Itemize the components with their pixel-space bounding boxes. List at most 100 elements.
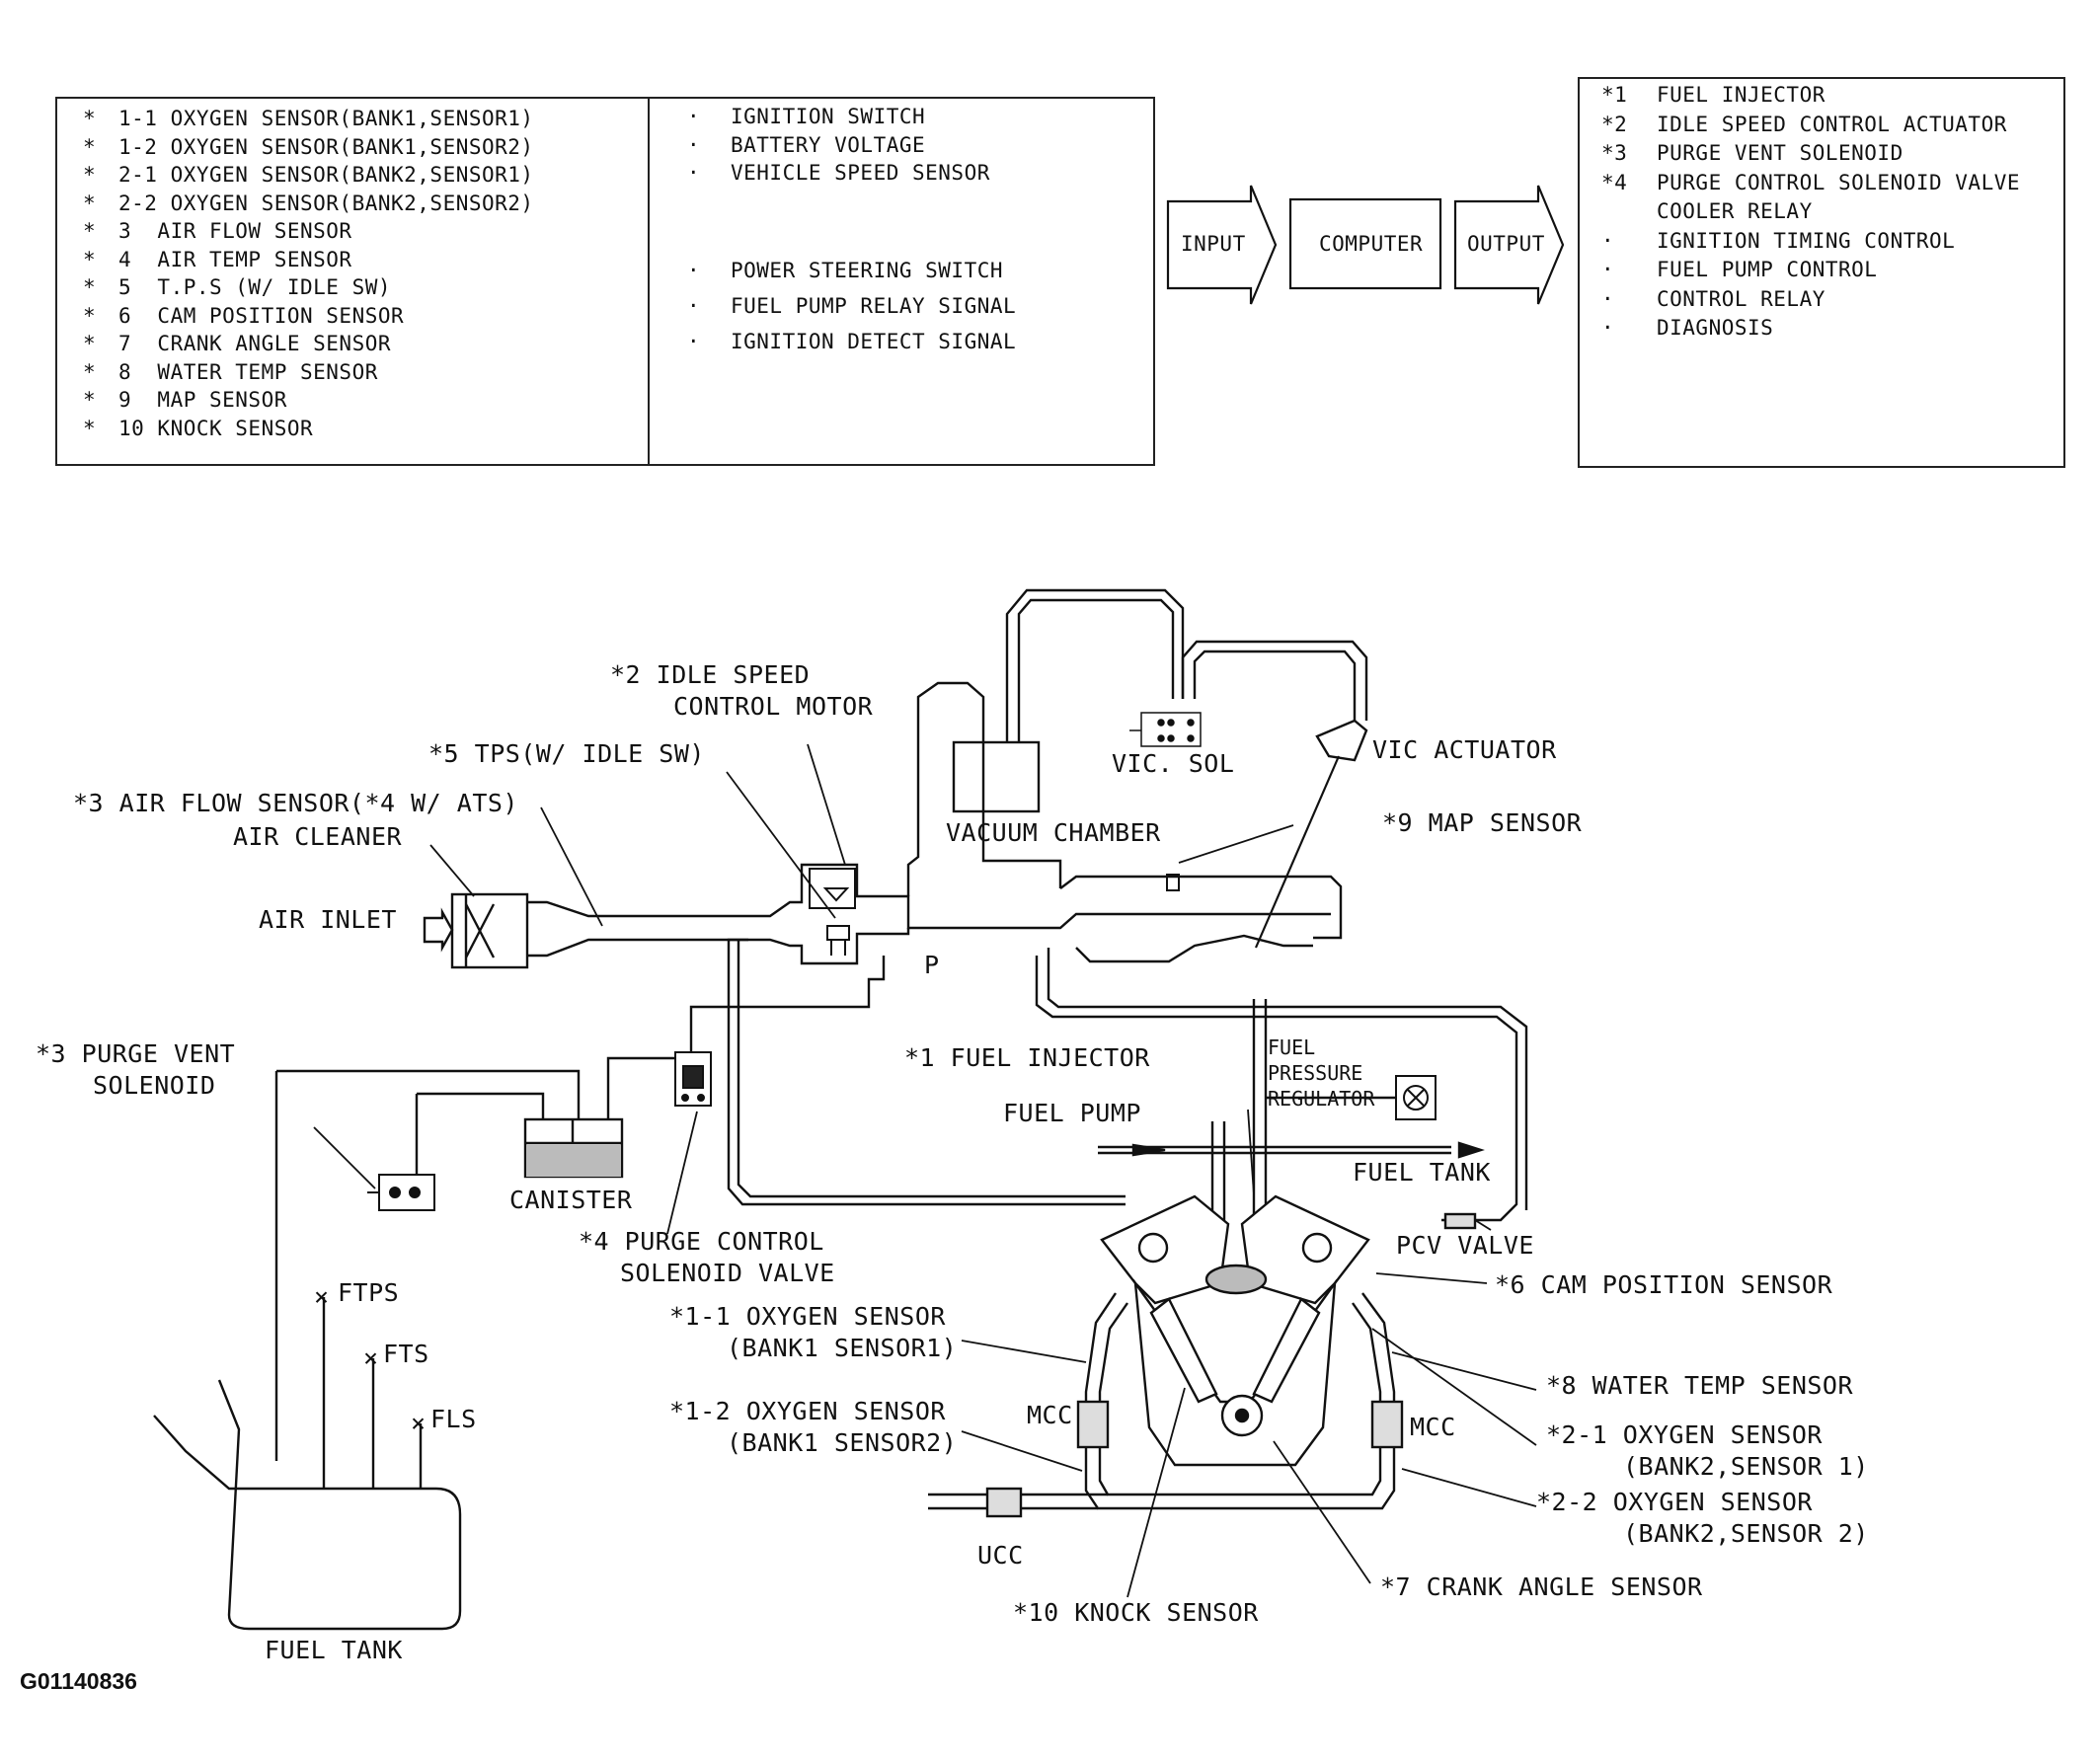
output-list-item: ·IGNITION TIMING CONTROL <box>1601 227 2020 257</box>
input-table-divider <box>648 99 650 464</box>
label-purge-vent-2: SOLENOID <box>93 1071 215 1100</box>
bullet-mark: · <box>687 330 701 353</box>
label-fuel-pressure-2: PRESSURE <box>1268 1061 1362 1085</box>
signal-list-a: ·IGNITION SWITCH·BATTERY VOLTAGE·VEHICLE… <box>687 103 990 188</box>
fuel-lines <box>1098 999 1485 1224</box>
label-o2-12-1: *1-2 OXYGEN SENSOR <box>669 1397 946 1425</box>
item-text: FUEL PUMP RELAY SIGNAL <box>731 294 1017 318</box>
item-text: 2-1 OXYGEN SENSOR(BANK2,SENSOR1) <box>118 163 534 187</box>
item-text: 1-1 OXYGEN SENSOR(BANK1,SENSOR1) <box>118 107 534 130</box>
label-pcv-valve: PCV VALVE <box>1396 1231 1534 1260</box>
bullet-mark: *3 <box>1601 141 1628 165</box>
output-list-item: *1 FUEL INJECTOR <box>1601 81 2020 111</box>
label-ucc: UCC <box>977 1541 1024 1570</box>
item-text: CONTROL RELAY <box>1657 286 1825 311</box>
label-o2-21-2: (BANK2,SENSOR 1) <box>1623 1452 1869 1481</box>
bullet-mark: * <box>83 275 97 299</box>
item-text: FUEL INJECTOR <box>1657 83 1825 107</box>
output-list-item: COOLER RELAY <box>1601 197 2020 227</box>
label-fuel-pump: FUEL PUMP <box>1003 1099 1141 1127</box>
bullet-mark: *1 <box>1601 83 1628 107</box>
bullet-mark: *2 <box>1601 112 1628 136</box>
label-mcc-left: MCC <box>1027 1401 1073 1429</box>
signal-list-a-item: · VEHICLE SPEED SENSOR <box>687 159 990 188</box>
label-tps: *5 TPS(W/ IDLE SW) <box>428 739 705 768</box>
item-text: IGNITION TIMING CONTROL <box>1657 228 1956 253</box>
map-sensor-body <box>1166 874 1180 891</box>
item-text: 2-2 OXYGEN SENSOR(BANK2,SENSOR2) <box>118 191 534 215</box>
item-text: FUEL PUMP CONTROL <box>1657 258 1878 281</box>
bullet-mark: *4 <box>1601 170 1628 194</box>
item-text: IGNITION DETECT SIGNAL <box>731 330 1017 353</box>
sensor-list: *1-1 OXYGEN SENSOR(BANK1,SENSOR1)*1-2 OX… <box>83 105 534 442</box>
bullet-mark: · <box>687 132 701 157</box>
output-list-item: · CONTROL RELAY <box>1601 285 2020 315</box>
bullet-mark: · <box>1601 258 1615 281</box>
sensor-list-item: * 2-1 OXYGEN SENSOR(BANK2,SENSOR1) <box>83 161 534 190</box>
bullet-mark: · <box>687 161 701 185</box>
sensor-list-item: *7 CRANK ANGLE SENSOR <box>83 330 534 358</box>
label-airflow: *3 AIR FLOW SENSOR(*4 W/ ATS) <box>73 789 518 817</box>
bullet-mark: * <box>83 163 97 187</box>
bullet-mark: * <box>83 247 97 271</box>
canister-fill <box>526 1145 621 1177</box>
label-vacuum-chamber: VACUUM CHAMBER <box>946 818 1161 847</box>
signal-list-b-item: · FUEL PUMP RELAY SIGNAL <box>687 288 1016 324</box>
label-p-port: P <box>924 951 940 979</box>
sensor-list-item: * 5 T.P.S (W/ IDLE SW) <box>83 273 534 302</box>
label-vic-sol: VIC. SOL <box>1112 749 1234 778</box>
output-list-item: · FUEL PUMP CONTROL <box>1601 256 2020 285</box>
bullet-mark: · <box>1601 286 1615 311</box>
purge-vent-solenoid-body <box>367 1174 435 1211</box>
bullet-mark: · <box>1601 316 1615 340</box>
vacuum-chamber-box <box>952 740 1041 813</box>
item-text: PURGE CONTROL SOLENOID VALVE <box>1657 170 2021 194</box>
label-o2-11-1: *1-1 OXYGEN SENSOR <box>669 1302 946 1331</box>
output-list-item: ·DIAGNOSIS <box>1601 314 2020 344</box>
output-arrow <box>1453 185 1565 305</box>
label-idle-speed-1: *2 IDLE SPEED <box>610 660 810 689</box>
sensor-list-item: *10 KNOCK SENSOR <box>83 415 534 443</box>
bullet-mark: * <box>83 388 97 412</box>
sensor-list-item: * 2-2 OXYGEN SENSOR(BANK2,SENSOR2) <box>83 190 534 218</box>
label-air-cleaner: AIR CLEANER <box>233 822 403 851</box>
air-cleaner-box <box>423 892 529 969</box>
bullet-mark: · <box>687 259 701 282</box>
label-canister: CANISTER <box>509 1186 633 1214</box>
label-fuel-pressure-3: REGULATOR <box>1268 1087 1375 1111</box>
label-map-sensor: *9 MAP SENSOR <box>1382 808 1583 837</box>
bullet-mark: · <box>687 294 701 318</box>
x-mark-fls: × <box>411 1409 427 1437</box>
computer-box <box>1288 197 1442 290</box>
bullet-mark: * <box>83 219 97 243</box>
item-text: 7 CRANK ANGLE SENSOR <box>118 332 392 355</box>
bullet-mark: * <box>83 416 97 440</box>
item-text: IGNITION SWITCH <box>731 105 926 128</box>
signal-list-b-item: · IGNITION DETECT SIGNAL <box>687 324 1016 359</box>
purge-control-solenoid-body <box>674 1051 712 1107</box>
signal-list-a-item: ·IGNITION SWITCH <box>687 103 990 131</box>
computer-label: COMPUTER <box>1319 232 1423 256</box>
item-text: PURGE VENT SOLENOID <box>1657 141 1903 165</box>
label-fls: FLS <box>430 1405 477 1433</box>
signal-list-a-item: ·BATTERY VOLTAGE <box>687 131 990 160</box>
x-mark-ftps: × <box>314 1282 330 1311</box>
sensor-list-item: *6 CAM POSITION SENSOR <box>83 302 534 331</box>
vic-solenoid <box>1129 712 1202 747</box>
label-ftps: FTPS <box>338 1278 399 1307</box>
label-mcc-right: MCC <box>1410 1413 1456 1441</box>
label-o2-21-1: *2-1 OXYGEN SENSOR <box>1546 1420 1823 1449</box>
item-text: POWER STEERING SWITCH <box>731 259 1004 282</box>
item-text: 1-2 OXYGEN SENSOR(BANK1,SENSOR2) <box>118 134 534 159</box>
item-text: 8 WATER TEMP SENSOR <box>118 359 378 384</box>
bullet-mark: * <box>83 191 97 215</box>
item-text: 5 T.P.S (W/ IDLE SW) <box>118 275 392 299</box>
label-purge-ctrl-1: *4 PURGE CONTROL <box>579 1227 824 1256</box>
item-text: VEHICLE SPEED SENSOR <box>731 161 990 185</box>
sensor-list-item: *1-2 OXYGEN SENSOR(BANK1,SENSOR2) <box>83 133 534 162</box>
label-o2-12-2: (BANK1 SENSOR2) <box>727 1428 957 1457</box>
x-mark-fts: × <box>363 1343 379 1372</box>
label-fts: FTS <box>383 1340 429 1368</box>
vic-actuator-body <box>1315 719 1368 762</box>
